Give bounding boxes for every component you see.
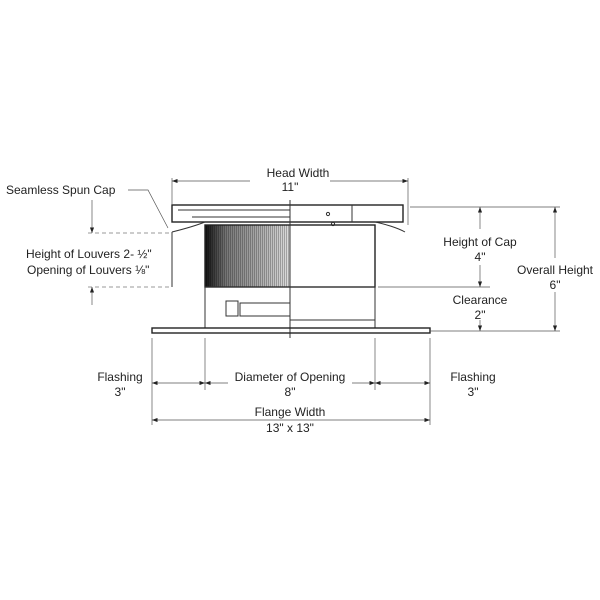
cap-top-plate	[171, 204, 404, 223]
diameter-value: 8"	[285, 385, 296, 399]
opening-of-louvers-label: Opening of Louvers ⅛"	[27, 263, 149, 277]
flashing-right-value: 3"	[468, 385, 479, 399]
clearance-label: Clearance	[453, 293, 508, 307]
vent-drawing	[151, 200, 431, 338]
flange-width-label: Flange Width	[255, 405, 326, 419]
overall-height-label: Overall Height	[517, 263, 594, 277]
flashing-right-label: Flashing	[450, 370, 495, 384]
seamless-cap-curve	[171, 221, 206, 233]
seamless-cap-label: Seamless Spun Cap	[6, 183, 116, 197]
flange-width-value: 13" x 13"	[266, 421, 314, 435]
height-of-louvers-label: Height of Louvers 2- ½"	[26, 247, 152, 261]
clearance-value: 2"	[475, 308, 486, 322]
height-of-cap-label: Height of Cap	[443, 235, 517, 249]
flange	[151, 327, 431, 334]
height-of-cap-value: 4"	[475, 250, 486, 264]
overall-height-value: 6"	[550, 278, 561, 292]
flashing-left-label: Flashing	[97, 370, 142, 384]
head-width-value: 11"	[282, 180, 299, 194]
head-width-label: Head Width	[267, 166, 330, 180]
flashing-left-value: 3"	[115, 385, 126, 399]
diameter-label: Diameter of Opening	[235, 370, 346, 384]
